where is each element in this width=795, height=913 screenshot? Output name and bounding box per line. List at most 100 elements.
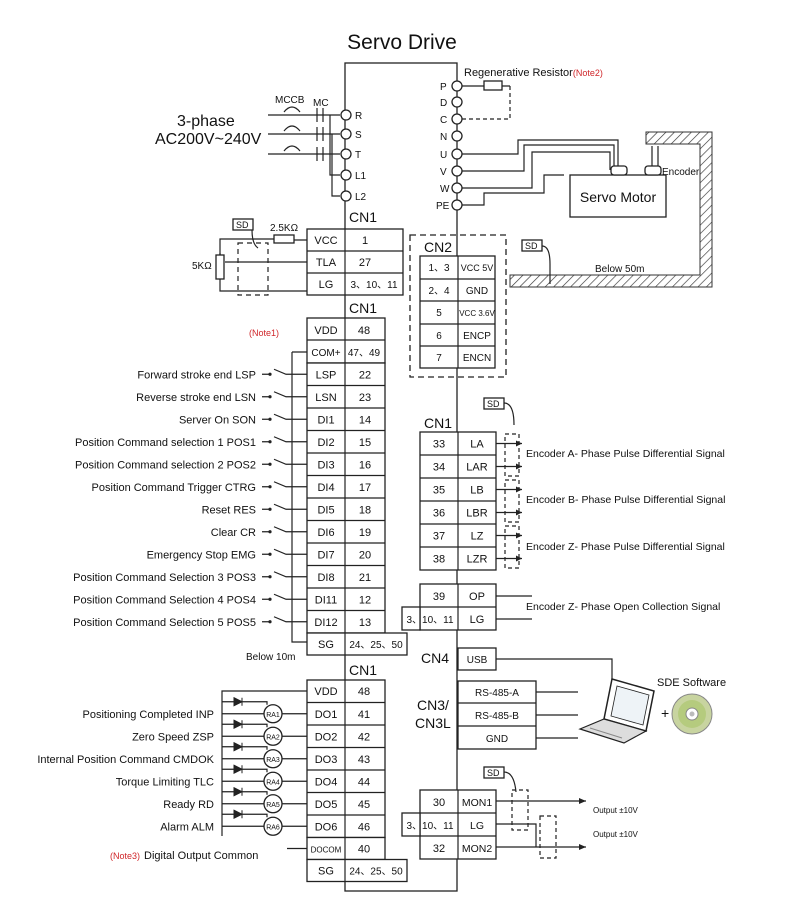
note1: (Note1): [249, 328, 279, 338]
output-label-0: Positioning Completed INP: [83, 709, 214, 721]
encoder-pin-1: 34: [433, 462, 445, 474]
sd-tag-tla: SD: [236, 220, 249, 230]
relay-coil-4: [263, 794, 283, 814]
monitor-pin-1: 3、10、11: [406, 821, 454, 832]
monitor-arrows: [579, 798, 586, 850]
relay-label-5: RA6: [266, 824, 280, 831]
cn4-label: CN4: [421, 650, 449, 666]
op-pin-1: 3、10、11: [406, 615, 454, 626]
tla-section: CN1 VCC 1 TLA 27 LG 3、10、11 SD 2.5KΩ 5KΩ: [192, 209, 404, 296]
input-contact-2: [268, 417, 272, 421]
input-name-7: DI6: [317, 527, 334, 539]
input-contact-6: [268, 507, 272, 511]
comm-section: CN4 USB CN3/ CN3L RS-485-A RS-485-B GND …: [415, 647, 726, 750]
mccb-label: MCCB: [275, 95, 305, 106]
input-pin-11: 13: [359, 617, 371, 629]
cn2-pin-3: 5: [436, 308, 442, 319]
input-contact-11: [268, 620, 272, 624]
output-diode-5: [233, 809, 244, 820]
monitor-shields: [511, 789, 557, 859]
op-pin-0: 39: [433, 591, 445, 603]
output-wire-0: [222, 701, 307, 715]
output-label-3: Torque Limiting TLC: [116, 776, 214, 788]
tla-r2: 5KΩ: [192, 261, 212, 272]
input-name-6: DI5: [317, 504, 334, 516]
svg-text:(Note3)Digital Output Common: (Note3)Digital Output Common: [110, 850, 258, 862]
relay-label-2: RA3: [266, 757, 280, 764]
op-name-1: LG: [470, 614, 485, 626]
sde-software-label: SDE Software: [657, 677, 726, 689]
power-terminals: R S T L1 L2: [340, 109, 367, 203]
input-contact-3: [268, 440, 272, 444]
encoder-name-3: LBR: [466, 508, 487, 520]
input-pin-4: 16: [359, 459, 371, 471]
relay-label-3: RA4: [266, 779, 280, 786]
regen-label: Regenerative Resistor: [464, 67, 573, 79]
output-name-1: DO2: [315, 731, 338, 743]
tla-row-vcc-pin: 1: [362, 235, 368, 247]
rs485-b: RS-485-B: [475, 711, 519, 722]
input-name-5: DI4: [317, 482, 334, 494]
op-name-0: OP: [469, 591, 485, 603]
power-input-section: 3-phase AC200V~240V MCCB MC R S T L1 L2: [155, 95, 367, 203]
output-sg-name: SG: [318, 866, 334, 878]
input-pin-0: 22: [359, 369, 371, 381]
input-pin-5: 17: [359, 482, 371, 494]
encoder-arrow-1: [516, 463, 522, 470]
relay-label-0: RA1: [266, 712, 280, 719]
below-10m: Below 10m: [246, 652, 295, 663]
cn1-label-inputs: CN1: [349, 300, 377, 316]
encoder-name-4: LZ: [471, 531, 484, 543]
tla-row-tla-pin: 27: [359, 257, 371, 269]
output-table-frame: [306, 679, 386, 839]
phase-label: 3-phase: [177, 113, 235, 130]
output-diode-3: [233, 764, 244, 775]
cd-disc-icon: [671, 693, 713, 735]
output-diode-wire-2: [242, 746, 268, 750]
encoder-shield-2: [504, 525, 520, 569]
cn1-label-tla: CN1: [349, 209, 377, 225]
output-pin-1: 42: [358, 731, 370, 743]
encoder-shield-1: [504, 479, 520, 523]
usb-port: USB: [467, 655, 488, 666]
output-vdd-name: VDD: [314, 686, 337, 698]
cn2-name-4: ENCP: [463, 331, 491, 342]
rs485-a: RS-485-A: [475, 688, 519, 699]
output-diode-wire-4: [242, 791, 268, 795]
input-contact-1: [268, 395, 272, 399]
input-contact-4: [268, 462, 272, 466]
terminal-d: D: [440, 98, 447, 109]
terminal-p: P: [440, 82, 447, 93]
encoder-arrow-3: [516, 509, 522, 516]
output-diode-1: [233, 719, 244, 730]
tla-row-lg-name: LG: [319, 279, 334, 291]
cn2-label: CN2: [424, 239, 452, 255]
regen-note: (Note2): [573, 68, 603, 78]
input-contact-7: [268, 530, 272, 534]
output-sg-box: [306, 858, 408, 883]
input-name-10: DI11: [315, 594, 337, 606]
encoder-pin-0: 33: [433, 439, 445, 451]
input-pin-10: 12: [359, 594, 371, 606]
input-contact-8: [268, 552, 272, 556]
input-label-1: Reverse stroke end LSN: [136, 392, 256, 404]
relay-label-4: RA5: [266, 802, 280, 809]
terminal-l2: L2: [355, 192, 367, 203]
cn3-label-1: CN3/: [417, 697, 449, 713]
input-pin-1: 23: [359, 392, 371, 404]
output-name-4: DO5: [315, 799, 338, 811]
sd-tag-motor: SD: [525, 241, 538, 251]
terminal-w: W: [440, 184, 450, 195]
input-common-bus: [291, 351, 307, 643]
output-wire-1: [222, 723, 307, 737]
relay-coil-1: [263, 726, 283, 746]
encoder-shield-0: [504, 433, 520, 477]
input-contact-10: [268, 597, 272, 601]
encoder-arrow-5: [516, 555, 522, 562]
